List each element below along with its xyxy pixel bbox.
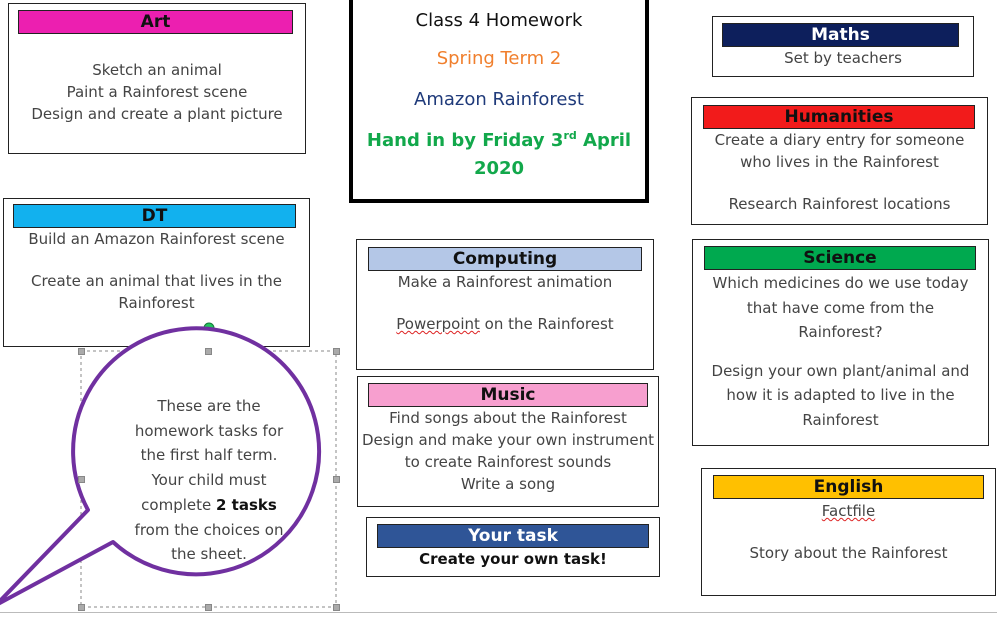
maths-header: Maths <box>722 23 959 47</box>
dt-task-2a: Create an animal that lives in the <box>31 272 282 290</box>
bubble-line-5-bold: 2 tasks <box>216 495 277 514</box>
music-header: Music <box>368 383 648 407</box>
science-tasks: Which medicines do we use today that hav… <box>693 271 988 432</box>
music-task-4: Write a song <box>460 475 556 493</box>
music-task-1: Find songs about the Rainforest <box>389 409 627 427</box>
title-term: Spring Term 2 <box>436 48 562 69</box>
dt-task-1: Build an Amazon Rainforest scene <box>28 230 285 248</box>
deadline-text: Hand in by Friday 3 <box>366 130 564 151</box>
maths-task-1: Set by teachers <box>784 49 902 67</box>
resize-handle-tm[interactable] <box>205 348 212 355</box>
english-tasks: Factfile Story about the Rainforest <box>702 500 995 564</box>
bubble-line-3: the first half term. <box>140 446 278 465</box>
english-task-1: Factfile <box>821 502 876 520</box>
science-task-1a: Which medicines do we use today <box>712 274 969 292</box>
music-task-2: Design and make your own instrument <box>362 431 654 449</box>
art-task-1: Sketch an animal <box>92 61 222 79</box>
art-header: Art <box>18 10 293 34</box>
science-box[interactable]: Science Which medicines do we use today … <box>692 239 989 446</box>
science-header: Science <box>704 246 976 270</box>
humanities-tasks: Create a diary entry for someone who liv… <box>692 129 987 215</box>
art-task-2: Paint a Rainforest scene <box>66 83 248 101</box>
bubble-line-4: Your child must <box>151 471 267 490</box>
computing-task-2: Powerpoint on the Rainforest <box>357 313 653 335</box>
computing-task-2-rest: on the Rainforest <box>479 315 614 333</box>
science-task-2b: how it is adapted to live in the <box>726 386 955 404</box>
page-edge-divider <box>0 612 997 613</box>
computing-task-2-word: Powerpoint <box>396 315 480 333</box>
art-tasks: Sketch an animal Paint a Rainforest scen… <box>9 59 305 125</box>
science-task-2a: Design your own plant/animal and <box>711 361 970 380</box>
yourtask-tasks: Create your own task! <box>367 548 659 570</box>
resize-handle-bm[interactable] <box>205 604 212 611</box>
humanities-task-2: Research Rainforest locations <box>728 195 951 213</box>
art-box[interactable]: Art Sketch an animal Paint a Rainforest … <box>8 3 306 154</box>
yourtask-task-1: Create your own task! <box>419 550 607 568</box>
english-task-2: Story about the Rainforest <box>749 544 948 562</box>
resize-handle-tl[interactable] <box>78 348 85 355</box>
bubble-line-5-pre: complete <box>141 495 217 514</box>
music-task-3: to create Rainforest sounds <box>404 453 612 471</box>
bubble-line-1: These are the <box>157 397 261 415</box>
english-box[interactable]: English Factfile Story about the Rainfor… <box>701 468 996 596</box>
computing-box[interactable]: Computing Make a Rainforest animation Po… <box>356 239 654 370</box>
resize-handle-br[interactable] <box>333 604 340 611</box>
science-task-1b: that have come from the <box>746 298 935 317</box>
humanities-task-1a: Create a diary entry for someone <box>714 131 965 149</box>
computing-task-1: Make a Rainforest animation <box>397 273 613 291</box>
music-box[interactable]: Music Find songs about the Rainforest De… <box>357 376 659 507</box>
humanities-header: Humanities <box>703 105 975 129</box>
science-task-2c: Rainforest <box>802 410 879 429</box>
computing-tasks: Make a Rainforest animation Powerpoint o… <box>357 271 653 335</box>
computing-header: Computing <box>368 247 642 271</box>
resize-handle-tr[interactable] <box>333 348 340 355</box>
speech-bubble-text: These are the homework tasks for the fir… <box>100 394 318 567</box>
yourtask-box[interactable]: Your task Create your own task! <box>366 517 660 577</box>
science-task-1c: Rainforest? <box>798 323 883 341</box>
dt-box[interactable]: DT Build an Amazon Rainforest scene Crea… <box>3 198 310 347</box>
humanities-box[interactable]: Humanities Create a diary entry for some… <box>691 97 988 225</box>
resize-handle-ml[interactable] <box>78 476 85 483</box>
english-header: English <box>713 475 984 499</box>
title-panel: Class 4 Homework Spring Term 2 Amazon Ra… <box>349 0 649 203</box>
art-task-3: Design and create a plant picture <box>31 105 283 123</box>
bubble-line-7: the sheet. <box>171 545 247 564</box>
title-deadline: Hand in by Friday 3rd April <box>353 129 645 151</box>
humanities-task-1b: who lives in the Rainforest <box>740 153 939 171</box>
maths-box[interactable]: Maths Set by teachers <box>712 16 974 77</box>
yourtask-header: Your task <box>377 524 649 548</box>
deadline-month: April <box>576 130 632 151</box>
bubble-line-6: from the choices on <box>134 520 284 539</box>
title-topic: Amazon Rainforest <box>414 89 584 110</box>
title-year: 2020 <box>473 158 525 179</box>
music-tasks: Find songs about the Rainforest Design a… <box>358 407 658 495</box>
bubble-line-5: complete 2 tasks <box>100 493 318 518</box>
dt-tasks: Build an Amazon Rainforest scene Create … <box>4 228 309 314</box>
resize-handle-bl[interactable] <box>78 604 85 611</box>
resize-handle-mr[interactable] <box>333 476 340 483</box>
maths-tasks: Set by teachers <box>713 47 973 69</box>
deadline-suffix: rd <box>563 129 577 142</box>
title-class: Class 4 Homework <box>415 10 583 31</box>
dt-header: DT <box>13 204 296 228</box>
bubble-line-2: homework tasks for <box>134 421 284 440</box>
dt-task-2b: Rainforest <box>118 294 195 312</box>
